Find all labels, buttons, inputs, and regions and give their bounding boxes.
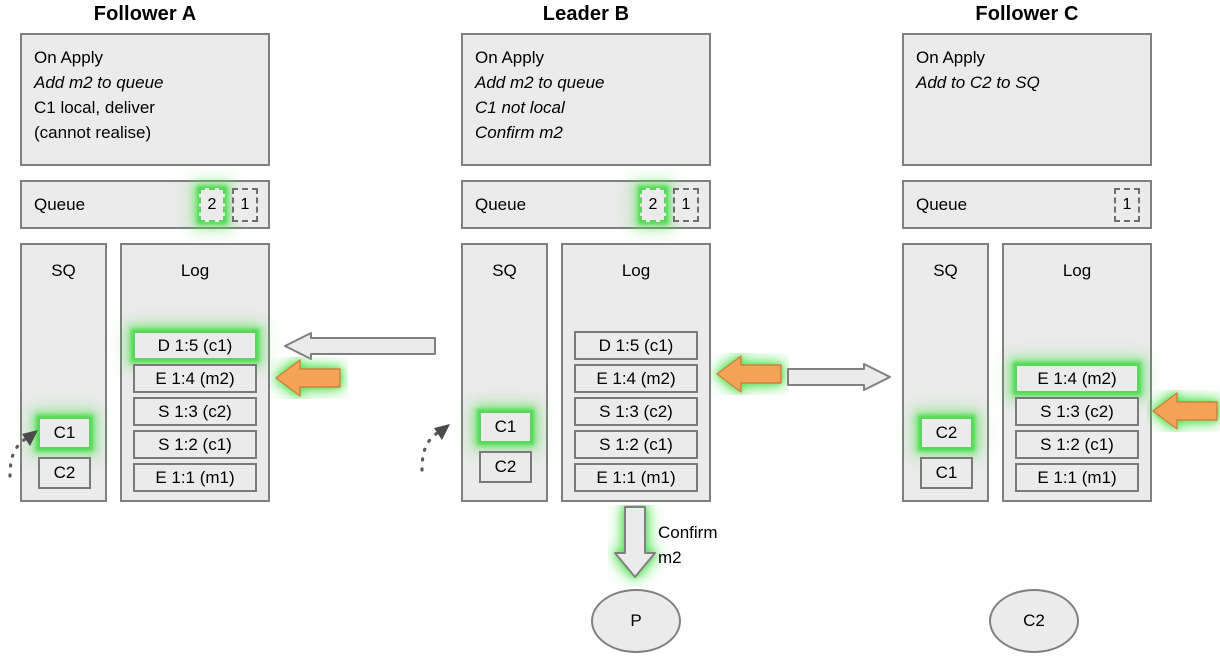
apply-line: (cannot realise)	[34, 123, 152, 142]
panel-title-leader-b: Leader B	[542, 3, 630, 25]
queue-box-follower-a: Queue 2 1	[20, 180, 270, 229]
replication-arrow-b-to-c	[787, 363, 892, 391]
sq-header: SQ	[933, 261, 958, 280]
log-entry: S 1:3 (c2)	[574, 397, 698, 426]
queue-slot: 1	[673, 187, 699, 222]
log-entry: E 1:4 (m2)	[133, 364, 257, 393]
queue-slot: 2	[199, 187, 225, 222]
log-header: Log	[180, 261, 210, 280]
apply-box-follower-c: On Apply Add to C2 to SQ	[902, 33, 1152, 166]
deliver-dotted-arrow-follower-a	[0, 412, 46, 482]
apply-line: Add m2 to queue	[34, 73, 164, 92]
queue-label: Queue	[475, 194, 527, 214]
log-entry: D 1:5 (c1)	[133, 331, 257, 360]
apply-line: Add to C2 to SQ	[916, 73, 1040, 92]
client-node-c2: C2	[989, 589, 1079, 653]
sq-header: SQ	[51, 261, 76, 280]
log-entry: S 1:2 (c1)	[574, 430, 698, 459]
sq-column-leader-b: SQ	[461, 243, 548, 502]
log-entry: S 1:2 (c1)	[1015, 430, 1139, 459]
apply-box-leader-b: On Apply Add m2 to queue C1 not local Co…	[461, 33, 711, 166]
log-entry: E 1:1 (m1)	[133, 463, 257, 492]
confirm-label: Confirm m2	[658, 523, 718, 567]
apply-line: On Apply	[916, 48, 985, 67]
log-entry: E 1:4 (m2)	[574, 364, 698, 393]
confirm-arrow-down	[608, 505, 668, 592]
apply-arrow-follower-c	[1147, 390, 1220, 437]
process-node-p: P	[591, 589, 681, 653]
queue-box-leader-b: Queue 2 1	[461, 180, 711, 229]
queue-slot: 1	[1114, 187, 1140, 222]
queue-box-follower-c: Queue 1	[902, 180, 1152, 229]
log-header: Log	[621, 261, 651, 280]
queue-slot-list: 2 1	[199, 187, 258, 222]
queue-slot-list: 1	[1114, 187, 1140, 222]
log-entry: D 1:5 (c1)	[574, 331, 698, 360]
log-entry: S 1:2 (c1)	[133, 430, 257, 459]
apply-line: On Apply	[34, 48, 103, 67]
log-entry: S 1:3 (c2)	[1015, 397, 1139, 426]
apply-line: Add m2 to queue	[475, 73, 605, 92]
log-entry: S 1:3 (c2)	[133, 397, 257, 426]
sq-item: C2	[920, 417, 973, 449]
apply-line: Confirm m2	[475, 123, 563, 142]
replication-arrow-b-to-a	[283, 332, 436, 360]
queue-label: Queue	[34, 194, 86, 214]
sq-item: C1	[920, 457, 973, 489]
sq-item: C2	[38, 457, 91, 489]
sq-item: C1	[38, 417, 91, 449]
queue-slot-list: 2 1	[640, 187, 699, 222]
apply-arrow-leader-b	[711, 353, 789, 400]
apply-arrow-follower-a	[270, 357, 348, 404]
log-entry: E 1:4 (m2)	[1015, 364, 1139, 393]
deliver-dotted-arrow-leader-b	[412, 406, 458, 476]
apply-line: C1 local, deliver	[34, 98, 155, 117]
queue-label: Queue	[916, 194, 968, 214]
log-header: Log	[1062, 261, 1092, 280]
apply-line: C1 not local	[475, 98, 565, 117]
queue-slot: 2	[640, 187, 666, 222]
apply-line: On Apply	[475, 48, 544, 67]
sq-item: C1	[479, 411, 532, 443]
sq-item: C2	[479, 451, 532, 483]
queue-slot: 1	[232, 187, 258, 222]
log-entry: E 1:1 (m1)	[574, 463, 698, 492]
sq-header: SQ	[492, 261, 517, 280]
apply-box-follower-a: On Apply Add m2 to queue C1 local, deliv…	[20, 33, 270, 166]
panel-title-follower-c: Follower C	[975, 3, 1079, 25]
panel-title-follower-a: Follower A	[93, 3, 197, 25]
log-entry: E 1:1 (m1)	[1015, 463, 1139, 492]
